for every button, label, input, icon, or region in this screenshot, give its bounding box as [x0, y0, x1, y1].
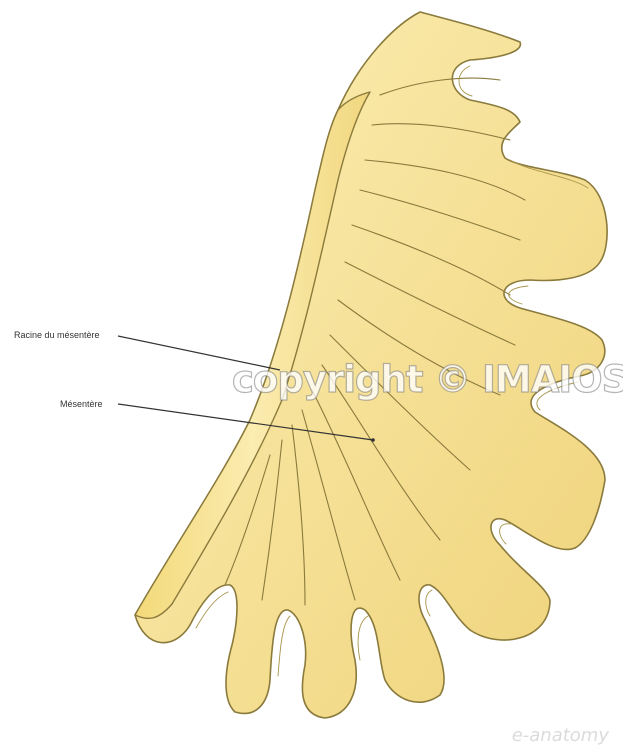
label-root-of-mesentery: Racine du mésentère — [14, 330, 100, 340]
label-mesentery: Mésentère — [60, 399, 103, 409]
leader-line-root — [118, 336, 280, 370]
leader-dot-mesentery — [371, 438, 375, 442]
